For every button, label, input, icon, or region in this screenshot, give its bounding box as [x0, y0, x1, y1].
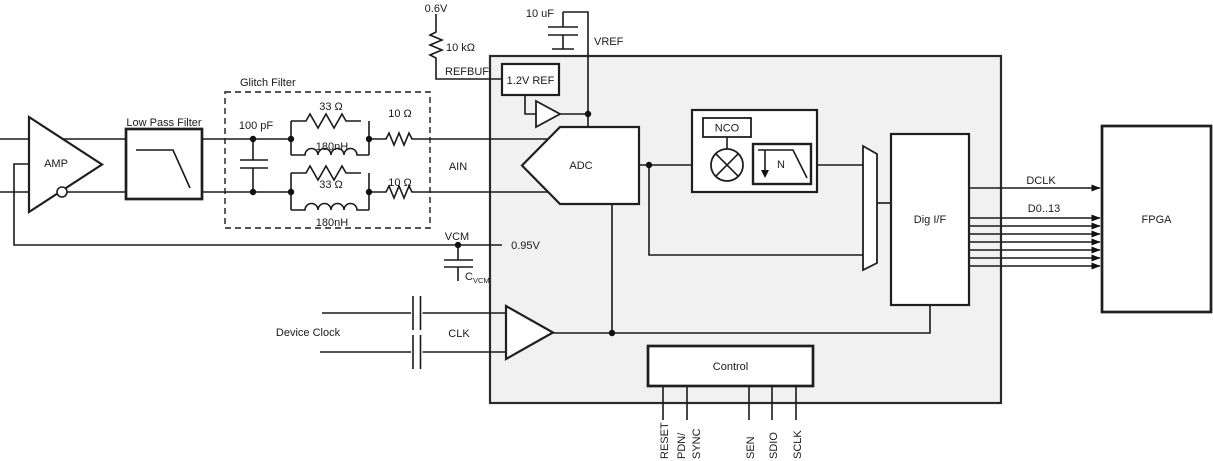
control-label: Control [713, 361, 748, 373]
nco-label: NCO [715, 123, 740, 135]
cvcm-subscript: VCM [473, 276, 490, 285]
supply-0v6-label: 0.6V [425, 3, 448, 15]
inductor-180nh-bottom-label: 180nH [316, 217, 348, 229]
low-pass-response-curve [136, 149, 191, 189]
clk-pin-label: CLK [448, 328, 470, 340]
junction-dot [584, 110, 592, 118]
decimation-response-curve [758, 149, 808, 179]
cap-100pf-label: 100 pF [239, 120, 274, 132]
data-bus-lines [969, 214, 1101, 270]
damp-resistor-bottom [383, 183, 415, 201]
amp-inverting-bubble [56, 186, 68, 198]
wires [0, 11, 1101, 420]
junction-dot [249, 135, 257, 143]
junction-dot [454, 241, 462, 249]
damp-resistor-top [383, 130, 415, 148]
junction-dots [249, 110, 653, 337]
vref-pin-label: VREF [594, 36, 624, 48]
glitch-shunt-capacitor [240, 139, 268, 192]
ref-buffer-triangle [535, 99, 562, 129]
series-resistor-top [291, 112, 361, 130]
control-pin-wires [662, 386, 797, 420]
clock-buffer-triangle [504, 304, 556, 361]
decimation-down-arrow-head [761, 170, 769, 178]
refbuf-pin-label: REFBUF [445, 66, 489, 78]
device-clock-label: Device Clock [276, 327, 341, 339]
cap-10uf-label: 10 uF [526, 8, 554, 20]
ddc-bypass-wire [648, 165, 863, 256]
digital-interface-box [889, 132, 971, 307]
pin-label-sdio: SDIO [768, 432, 780, 459]
fpga-label: FPGA [1142, 214, 1173, 226]
resistor-33-top-label: 33 Ω [319, 101, 343, 113]
fpga-box [1100, 124, 1213, 314]
vcm-ref-label: 0.95V [511, 240, 540, 252]
resistor-10k-label: 10 kΩ [446, 42, 475, 54]
junction-dot [249, 188, 257, 196]
junction-dot [608, 329, 616, 337]
pin-label-sync: SYNC [691, 428, 703, 459]
refbuf-wire [435, 14, 502, 80]
ref-1v2-box [500, 62, 561, 97]
resistor-10-bottom-label: 10 Ω [388, 177, 412, 189]
rl-branch-verticals [290, 121, 370, 210]
clock-coupling-capacitors [412, 296, 422, 369]
pin-label-sclk: SCLK [792, 430, 804, 459]
data-bus-label: D0..13 [1028, 203, 1060, 215]
labels: 0.6V 10 kΩ REFBUF 10 uF VREF 1.2V REF Gl… [44, 3, 1172, 459]
clock-distribution-wire [553, 204, 931, 334]
ain-pin-label: AIN [449, 161, 467, 173]
inductor-180nh-top-label: 180nH [316, 141, 348, 153]
series-resistor-bottom [291, 164, 361, 182]
series-inductor-bottom [291, 202, 369, 211]
pin-label-sen: SEN [745, 436, 757, 459]
junction-dot [645, 161, 653, 169]
decimation-n-label: N [777, 159, 785, 171]
adc-block [520, 125, 641, 206]
series-inductor-top [291, 147, 369, 156]
pin-label-reset: RESET [659, 422, 671, 459]
vcm-pin-label: VCM [445, 231, 469, 243]
ref-1v2-label: 1.2V REF [507, 75, 555, 87]
adc-label: ADC [569, 160, 592, 172]
clock-input-wires [320, 312, 506, 353]
cvcm-label: C [465, 271, 473, 283]
vref-wire [563, 11, 589, 127]
lpf-title: Low Pass Filter [126, 117, 202, 129]
vcm-feedback-wire [13, 163, 502, 246]
junction-dot [287, 188, 295, 196]
vcm-capacitor [444, 245, 473, 281]
pin-label-pdn: PDN/ [676, 432, 688, 459]
amp-label: AMP [44, 158, 68, 170]
dclk-label: DCLK [1026, 175, 1056, 187]
dig-if-label: Dig I/F [914, 214, 947, 226]
resistor-10-top-label: 10 Ω [388, 108, 412, 120]
resistor-33-bottom-label: 33 Ω [319, 179, 343, 191]
glitch-filter-boundary [224, 91, 431, 229]
vref-capacitor [548, 12, 578, 50]
output-mux [862, 144, 878, 272]
low-pass-filter-box [124, 127, 204, 201]
ref-buffer-wires [524, 95, 588, 115]
mixer-cross [715, 153, 739, 177]
junction-dot [287, 135, 295, 143]
control-box [646, 344, 815, 388]
refbuf-resistor [427, 30, 445, 60]
glitch-filter-title: Glitch Filter [240, 77, 296, 89]
junction-dot [365, 188, 373, 196]
junction-dot [365, 135, 373, 143]
